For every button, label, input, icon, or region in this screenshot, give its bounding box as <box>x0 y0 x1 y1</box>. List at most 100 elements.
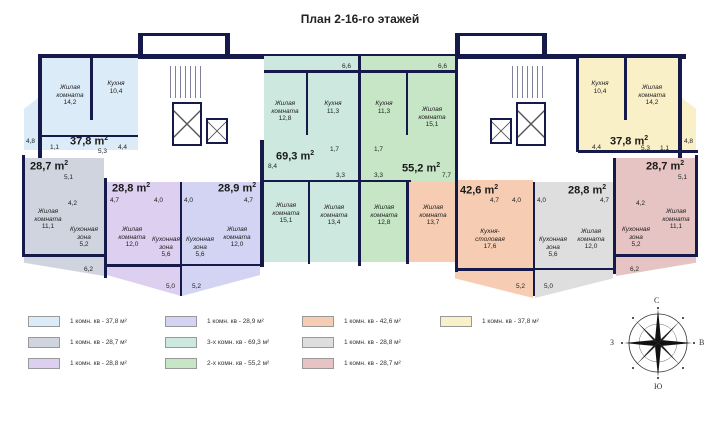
balcony-area: 4,8 <box>684 138 694 145</box>
wall <box>455 56 458 181</box>
wall <box>180 182 182 296</box>
wall <box>695 155 698 257</box>
loggia-area: 6,2 <box>84 266 94 273</box>
apartment-28-7-left[interactable] <box>24 158 104 254</box>
bath-area: 4,4 <box>592 144 602 151</box>
legend-swatch <box>440 315 472 327</box>
wc-area: 1,1 <box>50 144 60 151</box>
wall <box>614 254 698 257</box>
bath-area: 3,3 <box>336 172 346 179</box>
bath-area: 4,4 <box>118 144 128 151</box>
stair-wall <box>225 33 230 57</box>
bath-area: 3,3 <box>374 172 384 179</box>
wall <box>455 180 458 272</box>
stair-wall <box>542 33 547 57</box>
hall-area: 5,1 <box>64 174 74 181</box>
bath-area: 4,0 <box>512 197 522 204</box>
apartment-37-8-right[interactable] <box>578 58 678 150</box>
elevator-small <box>490 118 512 144</box>
hall-area: 4,7 <box>110 197 120 204</box>
wall <box>104 264 264 267</box>
wc-area: 1,1 <box>660 145 670 152</box>
hall-area: 5,3 <box>98 148 108 155</box>
hall-area: 4,7 <box>600 197 610 204</box>
legend-swatch <box>302 357 334 369</box>
balcony-right <box>678 95 696 150</box>
legend-item: 1 комн. кв - 28,7 м² <box>302 356 401 370</box>
legend-item: 1 комн. кв - 37,8 м² <box>28 314 127 328</box>
apartment-area-label: 28,9 m2 <box>218 182 257 195</box>
apartment-28-8-right[interactable] <box>535 182 613 268</box>
wall <box>678 58 682 158</box>
wall <box>624 58 627 120</box>
wall <box>358 56 361 266</box>
legend-item: 1 комн. кв - 28,8 м² <box>302 335 401 349</box>
elevator-large <box>516 102 546 146</box>
apartment-28-7-right[interactable] <box>616 158 696 254</box>
apartment-area-label: 28,7 m2 <box>646 160 685 173</box>
stair-wall <box>455 33 460 57</box>
hall-area: 4,7 <box>244 197 254 204</box>
wall <box>90 58 93 120</box>
loggia-area: 6,6 <box>438 63 448 70</box>
compass-rose: С Ю З В <box>608 296 708 401</box>
elevator-small <box>206 118 228 144</box>
elevator-large <box>172 102 202 146</box>
legend-label: 1 комн. кв - 28,7 м² <box>70 338 127 346</box>
loggia <box>182 266 260 296</box>
apartment-42-6[interactable] <box>455 180 533 270</box>
bath-area: 4,0 <box>184 197 194 204</box>
hall-area: 5,1 <box>678 174 688 181</box>
wall <box>361 70 457 73</box>
legend-label: 1 комн. кв - 37,8 м² <box>70 317 127 325</box>
apartment-28-8-left[interactable] <box>107 182 181 264</box>
apartment-area-label: 42,6 m2 <box>460 184 499 197</box>
legend-item: 2-х комн. кв - 55,2 м² <box>165 356 269 370</box>
hall-area: 8,4 <box>268 163 278 170</box>
legend-label: 1 комн. кв - 42,6 м² <box>344 317 401 325</box>
apartment-area-label: 28,8 m2 <box>568 184 607 197</box>
apartment-42-6-room[interactable] <box>409 182 455 262</box>
balcony-area: 4,8 <box>26 138 36 145</box>
loggia-area: 6,6 <box>342 63 352 70</box>
wall <box>406 180 409 264</box>
legend-item: 1 комн. кв - 28,7 м² <box>28 335 127 349</box>
wall <box>533 182 535 296</box>
apartment-area-label: 28,7 m2 <box>30 160 69 173</box>
stair-wall <box>138 33 143 57</box>
legend-item: 1 комн. кв - 42,6 м² <box>302 314 401 328</box>
stair-wall <box>138 33 228 36</box>
hall-area: 7,7 <box>442 172 452 179</box>
hall-area: 5,3 <box>641 145 651 152</box>
apartment-28-9[interactable] <box>182 182 260 264</box>
wall <box>42 135 138 137</box>
compass-west-label: З <box>610 338 615 347</box>
loggia-area: 5,0 <box>544 283 554 290</box>
legend-swatch <box>28 315 60 327</box>
apartment-69-3[interactable] <box>264 72 358 262</box>
bath-area: 4,2 <box>68 200 78 207</box>
apartment-area-label: 55,2 m2 <box>402 162 441 175</box>
wall <box>406 73 408 135</box>
wall <box>306 73 308 135</box>
apartment-area-label: 37,8 m2 <box>610 135 649 148</box>
compass-north-label: С <box>654 296 660 305</box>
legend-label: 1 комн. кв - 28,7 м² <box>344 359 401 367</box>
wall <box>260 140 264 266</box>
staircase <box>166 66 202 98</box>
wc-area: 1,7 <box>374 146 384 153</box>
wall <box>308 182 310 264</box>
legend-swatch <box>165 357 197 369</box>
bath-area: 4,0 <box>154 197 164 204</box>
bath-area: 4,0 <box>537 197 547 204</box>
